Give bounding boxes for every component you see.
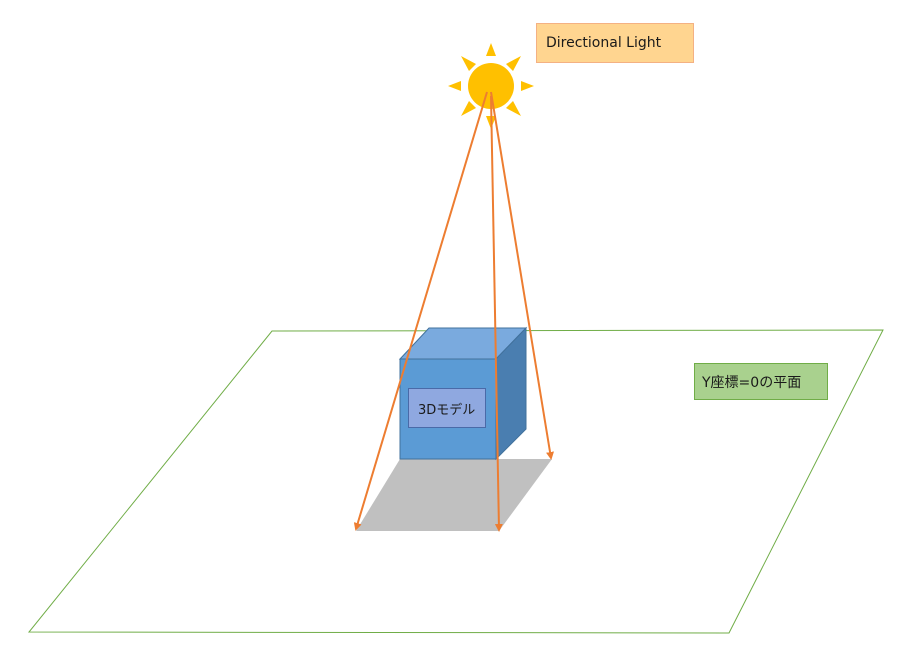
plane-label: Y座標=0の平面	[694, 363, 828, 400]
light-ray-left	[353, 91, 488, 531]
light-ray-right	[490, 91, 554, 460]
shadow	[356, 459, 552, 531]
light-rays	[353, 91, 554, 532]
model-label: 3Dモデル	[408, 388, 486, 428]
ground-plane	[27, 329, 884, 634]
directional-light-label: Directional Light	[536, 23, 694, 63]
light-ray-center	[490, 95, 503, 532]
